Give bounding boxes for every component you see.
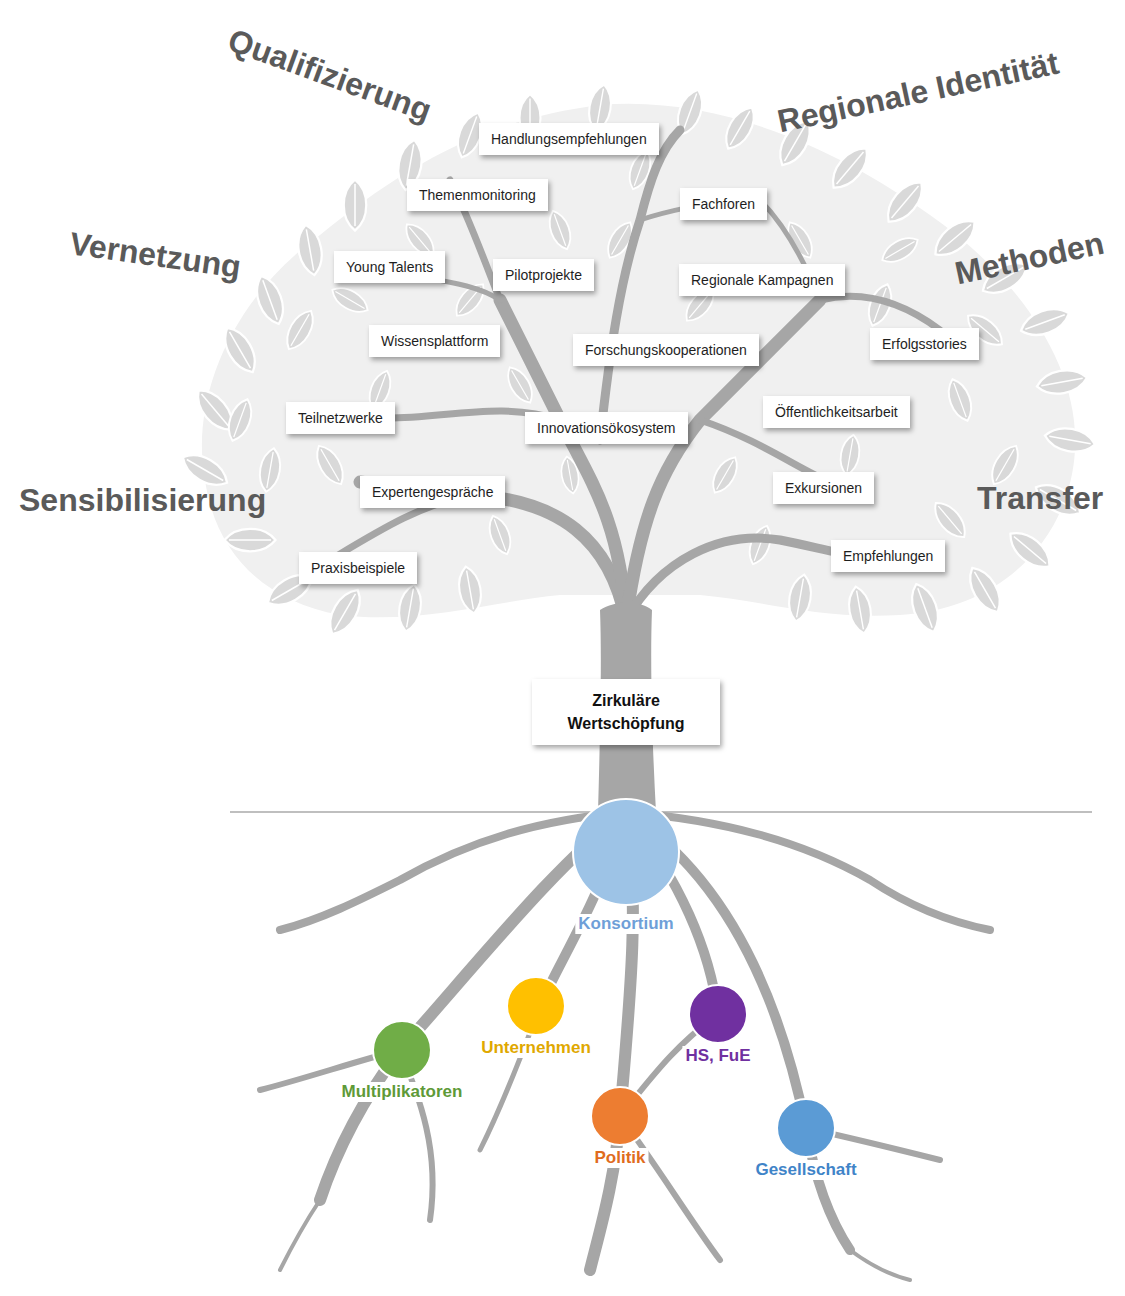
theme-label: Qualifizierung bbox=[223, 22, 436, 130]
stakeholder-circle: HS, FuE bbox=[688, 984, 748, 1044]
activity-box: Exkursionen bbox=[773, 472, 874, 504]
activity-box: Forschungskooperationen bbox=[573, 334, 759, 366]
theme-label: Transfer bbox=[977, 480, 1103, 517]
circle-shape bbox=[776, 1098, 836, 1158]
stakeholder-circle: Gesellschaft bbox=[776, 1098, 836, 1158]
circle-shape bbox=[572, 798, 680, 906]
activity-box: Themenmonitoring bbox=[407, 179, 548, 211]
stakeholder-circle: Politik bbox=[590, 1086, 650, 1146]
activity-text: Erfolgsstories bbox=[882, 336, 967, 352]
stakeholder-label: Multiplikatoren bbox=[339, 1082, 466, 1102]
activity-box: Handlungsempfehlungen bbox=[479, 123, 659, 155]
circle-shape bbox=[590, 1086, 650, 1146]
activity-box: Wissensplattform bbox=[369, 325, 500, 357]
activity-text: Innovationsökosystem bbox=[537, 420, 676, 436]
activity-text: Pilotprojekte bbox=[505, 267, 582, 283]
stakeholder-circle: Unternehmen bbox=[506, 976, 566, 1036]
circle-shape bbox=[688, 984, 748, 1044]
trunk-box: Zirkuläre Wertschöpfung bbox=[532, 679, 720, 745]
activity-text: Forschungskooperationen bbox=[585, 342, 747, 358]
stakeholder-circle: Konsortium bbox=[572, 798, 680, 906]
circle-fill bbox=[689, 985, 747, 1043]
activity-box: Empfehlungen bbox=[831, 540, 945, 572]
activity-text: Öffentlichkeitsarbeit bbox=[775, 404, 898, 420]
activity-box: Young Talents bbox=[334, 251, 445, 283]
crown bbox=[177, 83, 1097, 640]
activity-text: Empfehlungen bbox=[843, 548, 933, 564]
circle-fill bbox=[777, 1099, 835, 1157]
theme-label: Regionale Identität bbox=[774, 45, 1062, 141]
stakeholder-label: HS, FuE bbox=[682, 1046, 753, 1066]
activity-text: Expertengespräche bbox=[372, 484, 493, 500]
stakeholder-label: Gesellschaft bbox=[752, 1160, 859, 1180]
activity-text: Wissensplattform bbox=[381, 333, 488, 349]
activity-box: Pilotprojekte bbox=[493, 259, 594, 291]
theme-label: Methoden bbox=[952, 225, 1107, 293]
activity-text: Regionale Kampagnen bbox=[691, 272, 833, 288]
activity-text: Praxisbeispiele bbox=[311, 560, 405, 576]
activity-text: Teilnetzwerke bbox=[298, 410, 383, 426]
activity-box: Fachforen bbox=[680, 188, 767, 220]
activity-box: Erfolgsstories bbox=[870, 328, 979, 360]
trunk-text: Zirkuläre Wertschöpfung bbox=[544, 689, 708, 735]
stakeholder-label: Konsortium bbox=[575, 914, 676, 934]
activity-text: Young Talents bbox=[346, 259, 433, 275]
activity-box: Expertengespräche bbox=[360, 476, 505, 508]
stakeholder-label: Unternehmen bbox=[478, 1038, 594, 1058]
circle-fill bbox=[373, 1021, 431, 1079]
activity-box: Öffentlichkeitsarbeit bbox=[763, 396, 910, 428]
leaves bbox=[177, 83, 1097, 640]
stakeholder-circle: Multiplikatoren bbox=[372, 1020, 432, 1080]
circle-fill bbox=[507, 977, 565, 1035]
activity-text: Themenmonitoring bbox=[419, 187, 536, 203]
activity-box: Praxisbeispiele bbox=[299, 552, 417, 584]
circle-fill bbox=[573, 799, 679, 905]
activity-box: Regionale Kampagnen bbox=[679, 264, 845, 296]
stakeholder-label: Politik bbox=[591, 1148, 648, 1168]
circle-fill bbox=[591, 1087, 649, 1145]
theme-label: Vernetzung bbox=[67, 225, 243, 286]
activity-text: Fachforen bbox=[692, 196, 755, 212]
activity-text: Handlungsempfehlungen bbox=[491, 131, 647, 147]
activity-box: Innovationsökosystem bbox=[525, 412, 688, 444]
activity-text: Exkursionen bbox=[785, 480, 862, 496]
theme-label: Sensibilisierung bbox=[19, 482, 266, 519]
circle-shape bbox=[372, 1020, 432, 1080]
activity-box: Teilnetzwerke bbox=[286, 402, 395, 434]
circle-shape bbox=[506, 976, 566, 1036]
